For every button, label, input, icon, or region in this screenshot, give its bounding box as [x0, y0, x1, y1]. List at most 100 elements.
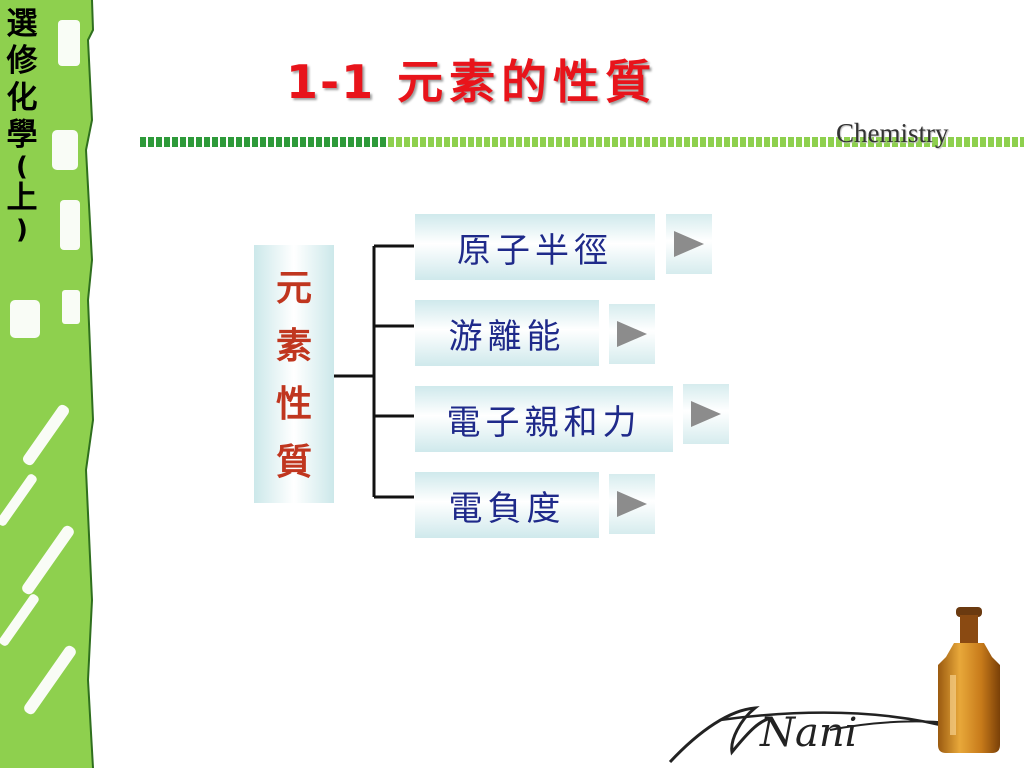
divider-dot — [508, 137, 514, 147]
divider-dot — [852, 137, 858, 147]
item-atomic-radius-play-button[interactable] — [666, 214, 712, 274]
divider-dot — [500, 137, 506, 147]
divider-dot — [292, 137, 298, 147]
divider-dot — [436, 137, 442, 147]
divider-dot — [876, 137, 882, 147]
divider-dot — [756, 137, 762, 147]
sidebar-title-char: 化 — [6, 80, 38, 116]
divider-dot — [820, 137, 826, 147]
item-electronegativity[interactable]: 電負度 — [415, 472, 599, 538]
divider-dot — [868, 137, 874, 147]
divider-dot — [772, 137, 778, 147]
divider-dot — [828, 137, 834, 147]
item-ionization-energy-play-button[interactable] — [609, 304, 655, 364]
divider-dot — [228, 137, 234, 147]
signature-text: Nani — [759, 710, 857, 756]
divider-dot — [628, 137, 634, 147]
divider-dot — [716, 137, 722, 147]
divider-dot — [196, 137, 202, 147]
item-atomic-radius[interactable]: 原子半徑 — [415, 214, 655, 280]
divider-dot — [276, 137, 282, 147]
divider-dot — [348, 137, 354, 147]
divider-dot — [788, 137, 794, 147]
divider-dot — [1020, 137, 1024, 147]
item-electron-affinity[interactable]: 電子親和力 — [415, 386, 673, 452]
divider-dot — [396, 137, 402, 147]
divider-dot — [172, 137, 178, 147]
divider-dot — [204, 137, 210, 147]
divider-dot — [324, 137, 330, 147]
item-label: 原子半徑 — [457, 230, 613, 271]
divider-dot — [892, 137, 898, 147]
divider-dot — [1004, 137, 1010, 147]
divider-dot — [652, 137, 658, 147]
divider-dot — [812, 137, 818, 147]
header-divider — [140, 137, 1024, 147]
divider-dot — [972, 137, 978, 147]
divider-dot — [908, 137, 914, 147]
divider-dot — [260, 137, 266, 147]
divider-dot — [580, 137, 586, 147]
section-title: 元素的性質 — [397, 55, 658, 109]
divider-dot — [708, 137, 714, 147]
divider-dot — [236, 137, 242, 147]
divider-dot — [300, 137, 306, 147]
divider-dot — [468, 137, 474, 147]
divider-dot — [252, 137, 258, 147]
divider-dot — [412, 137, 418, 147]
divider-dot — [676, 137, 682, 147]
divider-dot — [740, 137, 746, 147]
divider-dot — [620, 137, 626, 147]
divider-dot — [452, 137, 458, 147]
sidebar-title-char: ) — [16, 215, 28, 245]
play-triangle-icon — [674, 231, 704, 257]
item-electronegativity-play-button[interactable] — [609, 474, 655, 534]
root-char: 素 — [275, 325, 312, 367]
divider-dot — [964, 137, 970, 147]
divider-dot — [340, 137, 346, 147]
root-char: 質 — [275, 441, 312, 483]
sidebar-decoration: 選 修 化 學 ( 上 ) — [0, 0, 95, 769]
divider-dot — [916, 137, 922, 147]
item-electron-affinity-play-button[interactable] — [683, 384, 729, 444]
divider-dot — [268, 137, 274, 147]
divider-dot — [284, 137, 290, 147]
divider-dot — [988, 137, 994, 147]
divider-dot — [332, 137, 338, 147]
divider-dot — [220, 137, 226, 147]
divider-dot — [780, 137, 786, 147]
divider-dot — [940, 137, 946, 147]
sidebar-title: 選 修 化 學 ( 上 ) — [2, 6, 42, 243]
divider-dot — [836, 137, 842, 147]
divider-dot — [980, 137, 986, 147]
divider-dot — [804, 137, 810, 147]
item-ionization-energy[interactable]: 游離能 — [415, 300, 599, 366]
divider-dot — [404, 137, 410, 147]
divider-dot — [596, 137, 602, 147]
divider-dot — [476, 137, 482, 147]
divider-dot — [188, 137, 194, 147]
divider-dot — [612, 137, 618, 147]
divider-dot — [244, 137, 250, 147]
divider-dot — [668, 137, 674, 147]
divider-dot — [572, 137, 578, 147]
divider-dot — [460, 137, 466, 147]
root-char: 性 — [275, 383, 312, 425]
divider-dot — [644, 137, 650, 147]
divider-dot — [732, 137, 738, 147]
divider-dot — [548, 137, 554, 147]
divider-dot — [636, 137, 642, 147]
root-char: 元 — [275, 267, 312, 309]
divider-dot — [212, 137, 218, 147]
divider-dot — [884, 137, 890, 147]
brand-label: Chemistry — [836, 118, 949, 148]
sidebar-bottles-art — [0, 0, 95, 769]
divider-dot — [692, 137, 698, 147]
divider-dot — [356, 137, 362, 147]
signature-logo: Nani — [668, 706, 976, 764]
sidebar-title-char: 修 — [6, 43, 38, 79]
divider-dot — [140, 137, 146, 147]
divider-dot — [924, 137, 930, 147]
